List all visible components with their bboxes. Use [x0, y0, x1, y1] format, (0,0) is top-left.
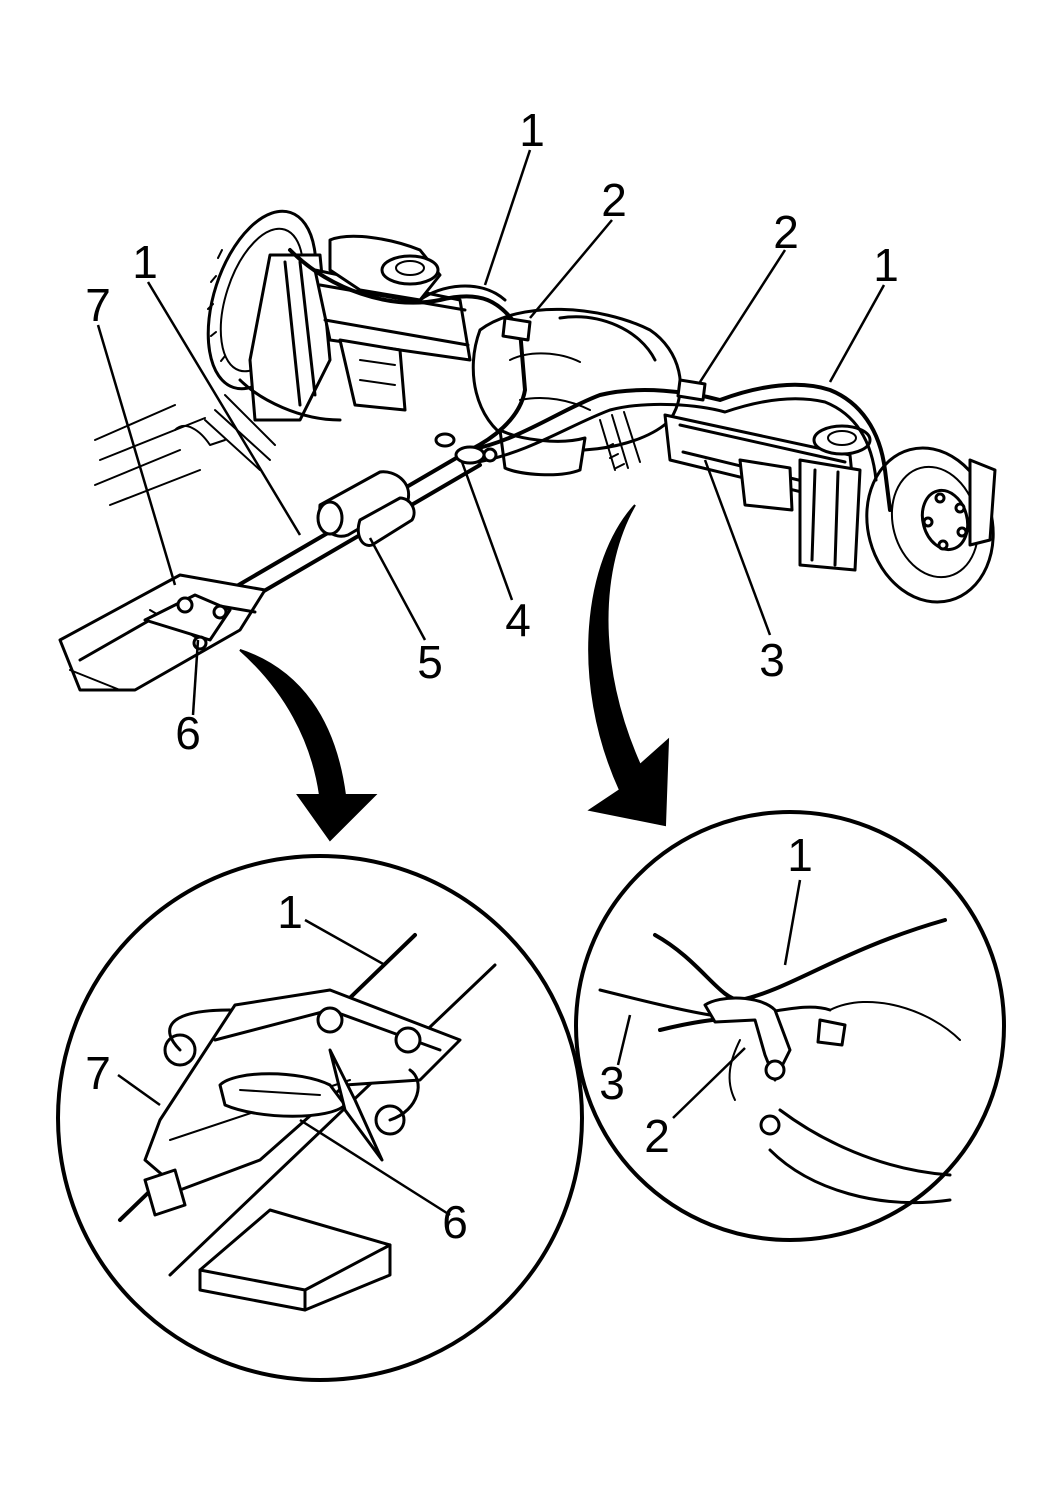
hose-junction-block: [434, 432, 498, 465]
callout-main-2-right: 2: [773, 206, 799, 258]
callout-detail-right-1: 1: [787, 829, 813, 881]
callout-main-6: 6: [175, 707, 201, 759]
axle-housing-left: [313, 234, 472, 412]
callout-detail-left-7: 7: [85, 1047, 111, 1099]
callout-main-5: 5: [417, 636, 443, 688]
left-leaf-spring: [204, 253, 342, 471]
detail-left: [56, 854, 584, 1382]
callout-main-2-center: 2: [601, 174, 627, 226]
callout-main-1-right: 1: [873, 239, 899, 291]
callout-detail-right-3: 3: [599, 1057, 625, 1109]
callout-detail-left-1: 1: [277, 886, 303, 938]
callout-detail-left-6: 6: [442, 1196, 468, 1248]
callout-main-1-center: 1: [519, 104, 545, 156]
main-leader-lines: [96, 149, 886, 716]
axle-pipe-clips: [501, 316, 707, 402]
pipe-insulators: [316, 470, 416, 547]
frame-crossmember: [58, 573, 267, 692]
detail-arrow-left: [239, 649, 378, 842]
callout-main-3: 3: [759, 634, 785, 686]
undercarriage-hatching: [94, 404, 226, 506]
detail-right: [574, 810, 1006, 1242]
callout-main-4: 4: [505, 594, 531, 646]
callout-labels: 1 2 2 1 1 7 6 5 4 3 1 7 6 1 3 2: [85, 104, 899, 1248]
callout-main-1-left: 1: [132, 236, 158, 288]
right-brake-rotor: [865, 446, 997, 604]
rear-axle-assembly: [58, 149, 997, 842]
differential-housing: [471, 307, 682, 477]
callout-main-7: 7: [85, 279, 111, 331]
callout-detail-right-2: 2: [644, 1110, 670, 1162]
detail-arrow-right: [587, 504, 670, 827]
axle-housing-right: [663, 413, 872, 572]
